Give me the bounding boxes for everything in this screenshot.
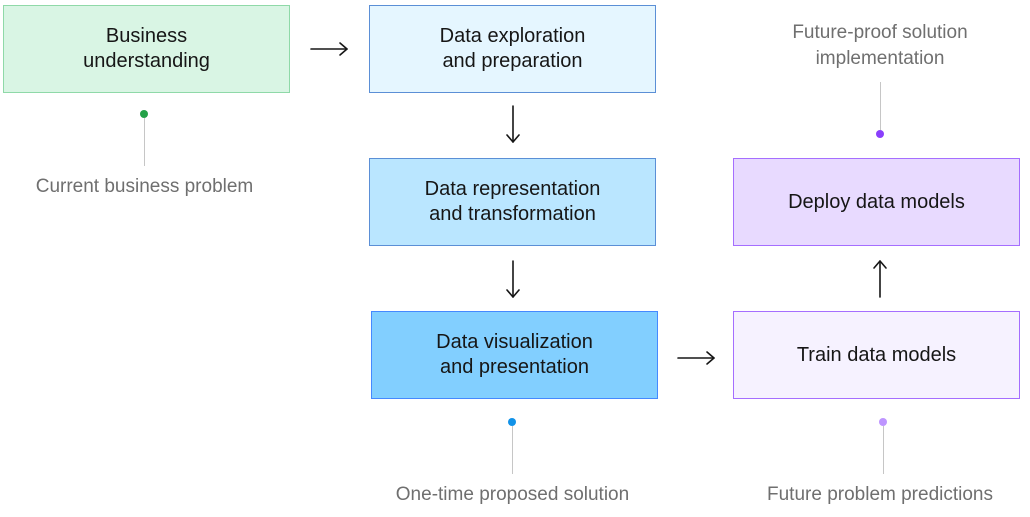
annotation-one-time-proposed-solution: One-time proposed solution — [355, 482, 670, 508]
step-label-line1: Data visualization — [436, 331, 593, 353]
step-label: Deploy data models — [788, 190, 965, 213]
step-label-line2: understanding — [83, 50, 210, 72]
arrow-right-visualization-to-train — [677, 351, 715, 365]
annotation-dot-future-proof — [876, 130, 884, 138]
annotation-future-problem-predictions: Future problem predictions — [735, 482, 1025, 508]
annotation-text-line2: implementation — [815, 48, 945, 69]
arrow-down-representation-to-visualization — [506, 260, 520, 298]
step-label-line2: and presentation — [439, 356, 589, 378]
step-label-line2: and transformation — [429, 203, 596, 225]
step-data-exploration: Data exploration and preparation — [369, 5, 656, 93]
annotation-current-business-problem: Current business problem — [3, 174, 286, 200]
arrow-down-exploration-to-representation — [506, 105, 520, 143]
annotation-dot-future-predictions — [879, 418, 887, 426]
annotation-future-proof-implementation: Future-proof solution implementation — [740, 20, 1020, 72]
annotation-stem-current-problem — [144, 118, 145, 166]
annotation-stem-one-time-solution — [512, 426, 513, 474]
annotation-stem-future-proof — [880, 82, 881, 130]
step-label-line1: Data exploration — [439, 25, 586, 47]
step-label: Train data models — [796, 343, 957, 366]
annotation-text: One-time proposed solution — [395, 484, 630, 505]
step-business-understanding: Business understanding — [3, 5, 290, 93]
step-data-representation: Data representation and transformation — [369, 158, 656, 246]
annotation-stem-future-predictions — [883, 426, 884, 474]
step-deploy-data-models: Deploy data models — [733, 158, 1020, 246]
step-train-data-models: Train data models — [733, 311, 1020, 399]
annotation-text: Current business problem — [35, 176, 254, 197]
annotation-text-line1: Future-proof solution — [792, 22, 968, 43]
step-label-line1: Data representation — [424, 178, 601, 200]
step-data-visualization: Data visualization and presentation — [371, 311, 658, 399]
step-label-line2: and preparation — [442, 50, 583, 72]
arrow-up-train-to-deploy — [873, 260, 887, 298]
arrow-right-business-to-exploration — [310, 42, 348, 56]
annotation-dot-current-problem — [140, 110, 148, 118]
annotation-dot-one-time-solution — [508, 418, 516, 426]
annotation-text: Future problem predictions — [767, 484, 993, 505]
step-label-line1: Business — [105, 25, 188, 47]
